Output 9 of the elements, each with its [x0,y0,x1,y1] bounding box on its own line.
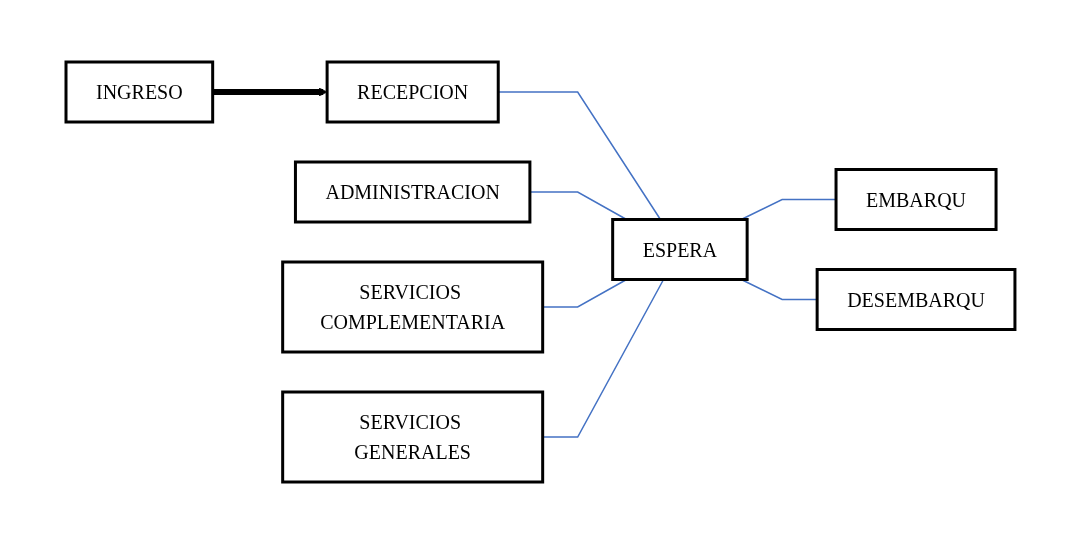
node-box: EMBARQU [834,167,998,231]
node-box: ESPERA [611,217,749,281]
node-box: RECEPCION [325,60,500,123]
node-box: ADMINISTRACION [294,160,532,223]
node-box: INGRESO [64,60,215,123]
arrow [212,87,328,96]
node-box: SERVICIOS COMPLEMENTARIA [281,260,545,353]
node-box: DESEMBARQU [815,267,1017,331]
node-box: SERVICIOS GENERALES [281,390,545,483]
